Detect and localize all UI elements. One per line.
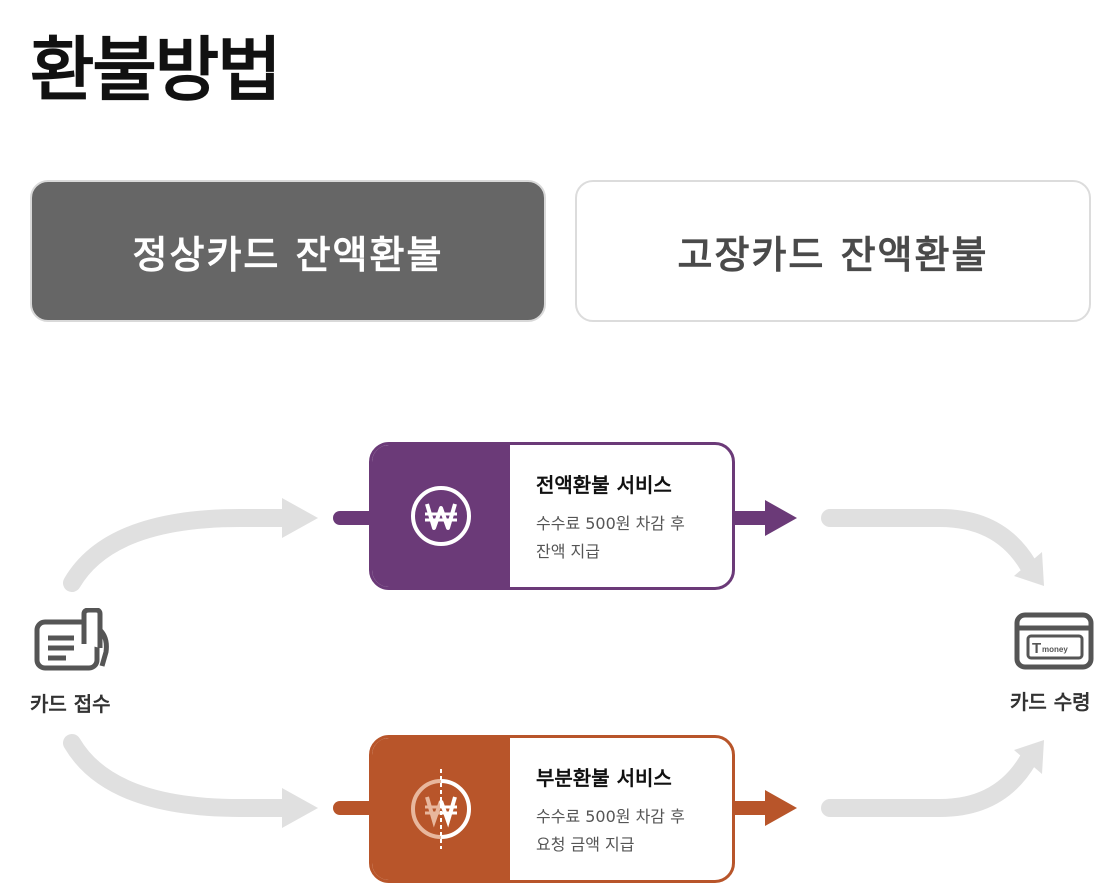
full-out-arrowhead <box>765 500 797 536</box>
partial-out-arrowhead <box>765 790 797 826</box>
partial-to-end-arrowhead <box>1014 740 1044 774</box>
won-coin-icon <box>411 486 471 546</box>
flow-connectors <box>63 498 1044 828</box>
tab-normal-card-refund[interactable]: 정상카드 잔액환불 <box>30 180 546 322</box>
full-to-end-arrowhead <box>1014 552 1044 586</box>
service-desc-line1: 수수료 500원 차감 후 <box>536 807 685 826</box>
start-label: 카드 접수 <box>30 692 111 716</box>
svg-text:T: T <box>1032 640 1041 657</box>
half-won-coin-icon <box>411 769 471 849</box>
start-to-partial-arrow <box>63 734 294 817</box>
service-desc-line1: 수수료 500원 차감 후 <box>536 514 685 533</box>
full-refund-card[interactable]: 전액환불 서비스 수수료 500원 차감 후 잔액 지급 <box>369 442 735 590</box>
tab-label: 고장카드 잔액환불 <box>677 232 989 277</box>
full-to-end-arrow <box>821 509 1037 574</box>
partial-refund-icon-panel <box>372 738 510 880</box>
tab-broken-card-refund[interactable]: 고장카드 잔액환불 <box>575 180 1091 322</box>
tab-label: 정상카드 잔액환불 <box>132 232 444 277</box>
page-title: 환불방법 <box>30 29 282 111</box>
start-to-full-arrow <box>63 509 294 592</box>
end-label: 카드 수령 <box>1010 690 1091 714</box>
tmoney-text: money <box>1042 645 1068 654</box>
service-title: 전액환불 서비스 <box>536 473 672 497</box>
full-refund-icon-panel <box>372 445 510 587</box>
tmoney-card-icon: T money <box>1014 612 1094 676</box>
partial-refund-card[interactable]: 부분환불 서비스 수수료 500원 차감 후 요청 금액 지급 <box>369 735 735 883</box>
start-to-full-arrowhead <box>282 498 318 538</box>
service-desc-line2: 요청 금액 지급 <box>536 835 635 854</box>
service-desc-line2: 잔액 지급 <box>536 542 600 561</box>
start-to-partial-arrowhead <box>282 788 318 828</box>
service-title: 부분환불 서비스 <box>536 766 672 790</box>
card-receipt-icon <box>34 607 114 682</box>
partial-to-end-arrow <box>821 751 1037 817</box>
